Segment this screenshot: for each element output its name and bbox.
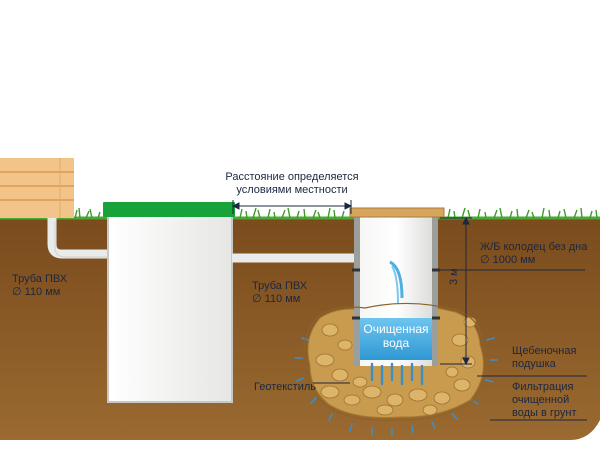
- label-depth: 3 м: [448, 268, 460, 285]
- well-lid: [349, 207, 445, 218]
- label-pipe-middle: Труба ПВХ∅ 110 мм: [252, 280, 308, 305]
- septic-tank: [107, 213, 233, 403]
- gravel-stones: [315, 316, 477, 416]
- concrete-well: [349, 207, 445, 366]
- label-pipe-left: Труба ПВХ∅ 110 мм: [12, 273, 68, 298]
- house-wall: [0, 158, 74, 218]
- label-well: Ж/Б колодец без дна∅ 1000 мм: [480, 241, 588, 266]
- geotextile: [303, 302, 487, 422]
- leader-lines: [313, 269, 587, 421]
- water-drips: [370, 362, 424, 386]
- tank-lid: [103, 202, 235, 217]
- label-geotextile: Геотекстиль: [254, 381, 317, 393]
- distance-dimension: [231, 200, 353, 214]
- water-stream: [389, 260, 404, 299]
- depth-dimension: [440, 216, 472, 366]
- grass: [0, 207, 600, 220]
- pipe-left: [47, 218, 108, 259]
